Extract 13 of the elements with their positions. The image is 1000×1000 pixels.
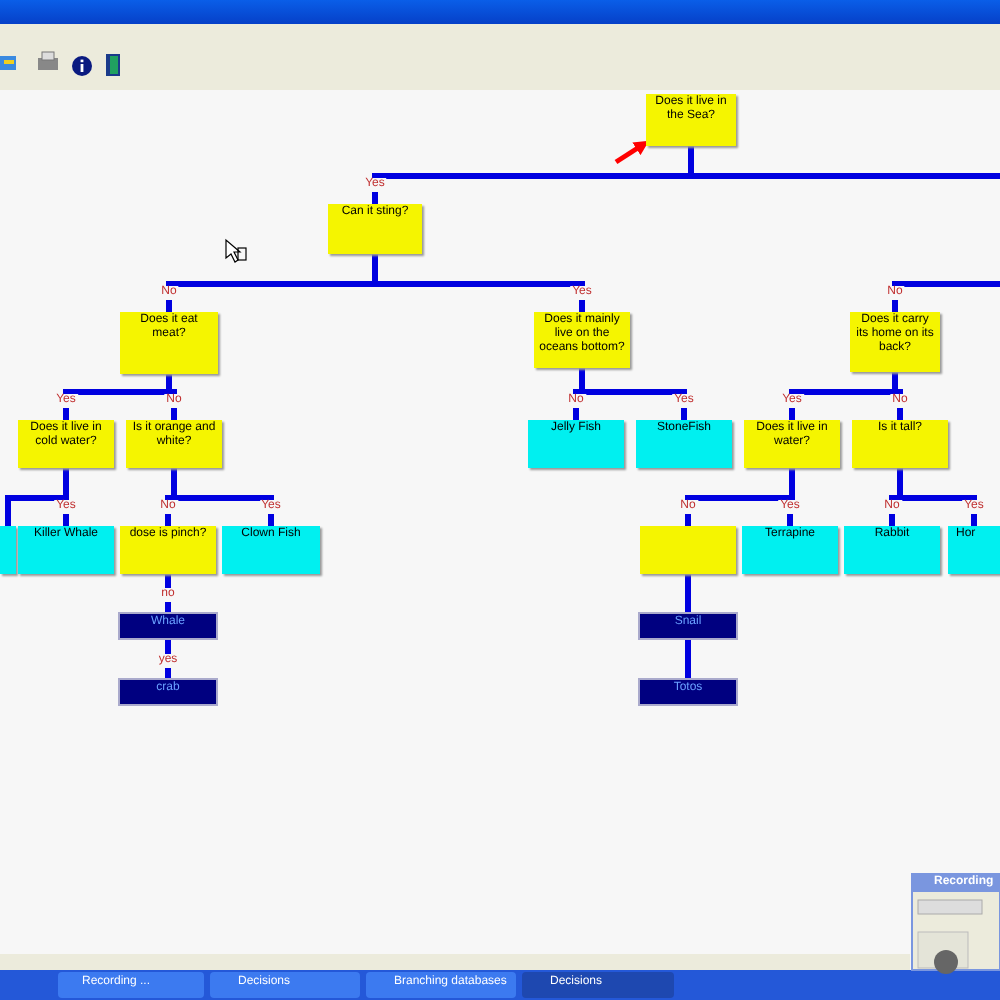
connector-line [165,638,171,680]
connector-line [685,638,691,680]
connector-line [688,146,1000,179]
connector-line [372,254,585,312]
connector-line [892,281,1000,312]
pointer-arrow [614,140,650,165]
answer-box [0,526,16,574]
connector-line [685,574,691,614]
question-box [640,526,736,574]
connector-line [165,574,171,614]
connector-line [171,468,274,526]
connector-line [579,368,687,420]
connector-line [897,468,977,526]
